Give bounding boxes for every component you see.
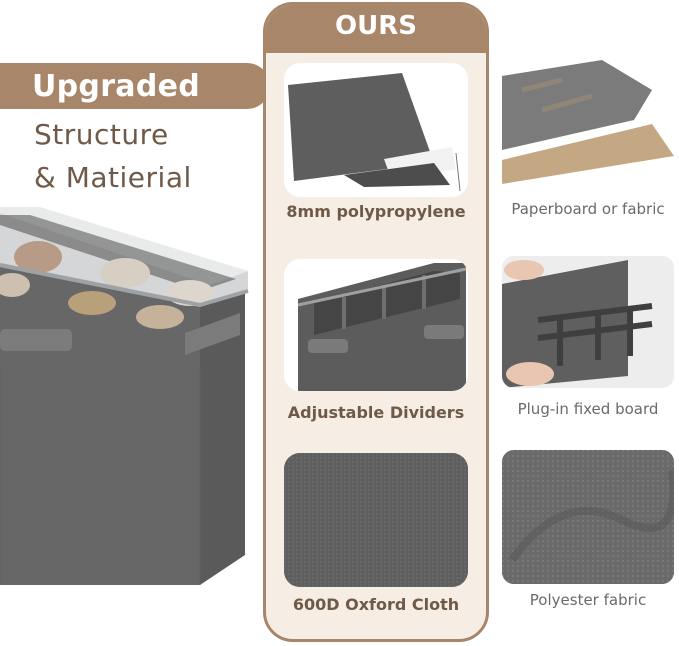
other-feature-label-2: Plug-in fixed board [517,400,659,418]
ours-header: OURS [266,5,486,53]
upgraded-tag-text: Upgraded [32,69,201,104]
polypropylene-image [284,63,468,197]
ours-label: OURS [335,11,417,41]
adjustable-dividers-image [284,259,468,391]
upgraded-tag: Upgraded [0,63,270,109]
heading-line-1: Structure [34,118,169,151]
ours-column: OURS 8mm polypropylene Adjustable Divide… [263,2,489,642]
paperboard-image [502,60,674,194]
ours-feature-label-1: 8mm polypropylene [286,202,466,221]
heading-line-2: & Matierial [34,161,192,194]
other-feature-label-1: Paperboard or fabric [511,200,665,218]
storage-box-illustration [0,207,249,585]
polyester-fabric-image [502,450,674,584]
plug-in-board-image [502,256,674,388]
ours-feature-label-3: 600D Oxford Cloth [292,595,460,614]
other-feature-label-3: Polyester fabric [529,591,647,609]
oxford-cloth-image [284,453,468,587]
ours-feature-label-2: Adjustable Dividers [287,403,465,422]
